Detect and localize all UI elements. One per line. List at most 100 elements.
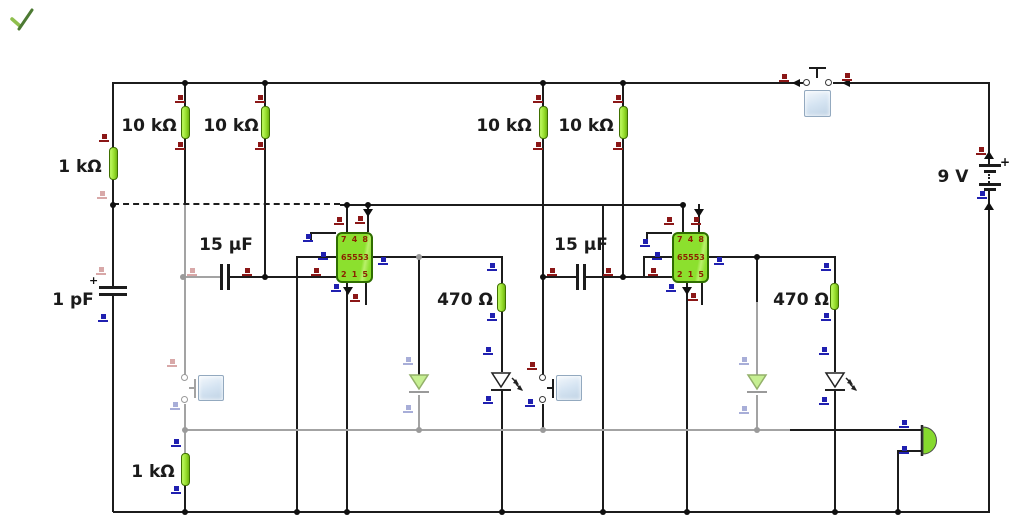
probe-marker-blue-icon bbox=[483, 347, 493, 355]
wire bbox=[501, 391, 503, 512]
probe-marker-blue-faded-icon bbox=[170, 402, 180, 410]
speaker[interactable] bbox=[920, 423, 942, 459]
wire bbox=[184, 485, 186, 512]
junction-dot bbox=[182, 509, 188, 515]
cap-1pf-plus-sign: + bbox=[89, 274, 99, 287]
probe-marker-red-icon bbox=[691, 217, 701, 225]
probe-marker-blue-icon bbox=[899, 420, 909, 428]
resistor-1k-top[interactable] bbox=[109, 147, 118, 180]
junction-dot bbox=[540, 80, 546, 86]
wire-inactive bbox=[185, 429, 790, 431]
probe-marker-red-icon bbox=[175, 142, 185, 150]
wire bbox=[543, 276, 577, 278]
wire bbox=[112, 179, 114, 287]
probe-marker-red-icon bbox=[527, 362, 537, 370]
resistor-10k-4[interactable] bbox=[619, 106, 628, 139]
wire bbox=[834, 256, 836, 283]
junction-dot bbox=[620, 274, 626, 280]
resistor-10k-1[interactable] bbox=[181, 106, 190, 139]
wire bbox=[897, 450, 899, 512]
wire bbox=[346, 283, 348, 512]
current-arrow-up-icon bbox=[984, 146, 994, 159]
pin-label: 5 bbox=[362, 270, 368, 279]
cap-15uf-2-plate[interactable] bbox=[576, 264, 579, 290]
pin-label: 8 bbox=[698, 235, 704, 244]
pushbutton-1-plunger bbox=[194, 379, 196, 398]
resistor-value-label: 10 kΩ bbox=[476, 116, 532, 136]
probe-marker-red-faded-icon bbox=[167, 359, 177, 367]
wire bbox=[756, 257, 758, 302]
battery-value-label: 9 V bbox=[937, 167, 969, 187]
probe-marker-red-icon bbox=[603, 268, 613, 276]
capacitor-value-label: 1 pF bbox=[52, 290, 94, 310]
wire bbox=[623, 276, 672, 278]
junction-dot-inactive bbox=[416, 254, 422, 260]
wire bbox=[988, 191, 990, 512]
probe-marker-blue-faded-icon bbox=[739, 406, 749, 414]
pin-label: 7 bbox=[341, 235, 347, 244]
wire bbox=[184, 276, 221, 278]
pushbutton-2-contact bbox=[539, 374, 546, 381]
cap-1pf-plate[interactable] bbox=[99, 286, 127, 289]
wire bbox=[297, 256, 336, 258]
pin-label: 3 bbox=[363, 252, 369, 262]
probe-marker-blue-icon bbox=[171, 439, 181, 447]
junction-dot bbox=[832, 509, 838, 515]
pin-label: 8 bbox=[362, 235, 368, 244]
probe-marker-red-icon bbox=[175, 95, 185, 103]
cap-15uf-2-plate[interactable] bbox=[583, 264, 586, 290]
wire bbox=[184, 82, 186, 107]
pushbutton-2-plunger bbox=[552, 379, 554, 398]
junction-dot bbox=[344, 509, 350, 515]
resistor-470-1[interactable] bbox=[497, 283, 506, 312]
led-green-1[interactable] bbox=[408, 373, 430, 397]
probe-marker-red-icon bbox=[976, 147, 986, 155]
chip-label: 555 bbox=[346, 252, 364, 262]
probe-marker-blue-icon bbox=[977, 191, 987, 199]
pushbutton-1-contact bbox=[181, 396, 188, 403]
led-outline-1[interactable] bbox=[490, 371, 526, 399]
probe-marker-blue-icon bbox=[899, 446, 909, 454]
wire bbox=[113, 82, 803, 84]
cap-15uf-1-plate[interactable] bbox=[227, 264, 230, 290]
resistor-470-2[interactable] bbox=[830, 283, 839, 310]
probe-marker-blue-faded-icon bbox=[739, 357, 749, 365]
battery-plate-short bbox=[984, 170, 996, 173]
pin-label: 6 bbox=[677, 252, 683, 262]
pushbutton-1-pad[interactable] bbox=[198, 375, 224, 401]
probe-marker-red-icon bbox=[255, 142, 265, 150]
wire bbox=[622, 82, 624, 107]
pushbutton-1-plunger bbox=[189, 387, 195, 389]
switch-pad[interactable] bbox=[804, 90, 831, 117]
wire bbox=[184, 138, 186, 205]
pin-label: 2 bbox=[341, 270, 347, 279]
probe-marker-red-icon bbox=[99, 134, 109, 142]
pushbutton-2-pad[interactable] bbox=[556, 375, 582, 401]
wire bbox=[367, 204, 369, 232]
wire bbox=[264, 82, 266, 107]
probe-marker-red-icon bbox=[533, 95, 543, 103]
probe-marker-blue-icon bbox=[378, 257, 388, 265]
wire bbox=[682, 204, 684, 232]
resistor-10k-3[interactable] bbox=[539, 106, 548, 139]
probe-marker-red-icon bbox=[355, 216, 365, 224]
resistor-value-label: 470 Ω bbox=[437, 290, 493, 310]
probe-marker-blue-icon bbox=[821, 263, 831, 271]
cap-15uf-1-plate[interactable] bbox=[220, 264, 223, 290]
resistor-value-label: 10 kΩ bbox=[558, 116, 614, 136]
probe-marker-blue-icon bbox=[483, 396, 493, 404]
junction-dot bbox=[600, 509, 606, 515]
pushbutton-2-contact bbox=[539, 396, 546, 403]
resistor-10k-2[interactable] bbox=[261, 106, 270, 139]
resistor-1k-bottom[interactable] bbox=[181, 453, 190, 486]
switch-contact bbox=[803, 79, 810, 86]
led-green-2[interactable] bbox=[746, 373, 768, 397]
wire bbox=[112, 296, 114, 512]
led-outline-2[interactable] bbox=[824, 371, 860, 399]
junction-dot bbox=[684, 509, 690, 515]
wire bbox=[602, 204, 604, 512]
junction-dot bbox=[262, 80, 268, 86]
cap-1pf-plate[interactable] bbox=[99, 293, 127, 296]
